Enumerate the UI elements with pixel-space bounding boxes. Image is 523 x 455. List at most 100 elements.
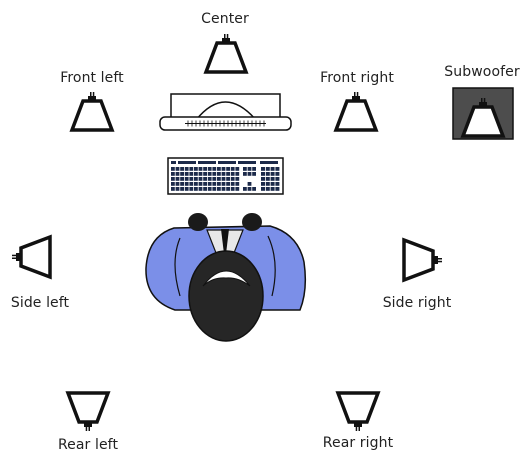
keyboard-key bbox=[221, 177, 226, 181]
keyboard-key bbox=[270, 182, 275, 186]
keyboard-key bbox=[171, 177, 175, 181]
keyboard-key bbox=[171, 172, 175, 176]
front-left-speaker-icon bbox=[69, 92, 115, 132]
keyboard-key bbox=[180, 172, 184, 176]
keyboard-key bbox=[226, 182, 230, 186]
keyboard-key bbox=[230, 187, 235, 191]
keyboard-key bbox=[207, 182, 212, 186]
keyboard-key bbox=[175, 172, 180, 176]
keyboard-key bbox=[235, 182, 240, 186]
keyboard-key bbox=[261, 187, 265, 191]
keyboard-key bbox=[198, 172, 203, 176]
keyboard-key bbox=[212, 172, 217, 176]
keyboard-key bbox=[235, 177, 240, 181]
keyboard-key bbox=[226, 172, 230, 176]
keyboard-key bbox=[184, 172, 189, 176]
keyboard-key bbox=[189, 177, 194, 181]
keyboard-key bbox=[270, 172, 275, 176]
keyboard-key bbox=[203, 182, 207, 186]
keyboard-key bbox=[171, 182, 175, 186]
keyboard-key bbox=[247, 182, 252, 186]
keyboard-key bbox=[275, 177, 280, 181]
keyboard-key bbox=[235, 187, 240, 191]
keyboard-key bbox=[270, 187, 275, 191]
rear-left-label: Rear left bbox=[57, 437, 119, 453]
rear-left-speaker-icon bbox=[65, 391, 111, 431]
keyboard-key bbox=[180, 182, 184, 186]
keyboard-key bbox=[265, 182, 270, 186]
keyboard-key bbox=[270, 177, 275, 181]
keyboard-key bbox=[230, 172, 235, 176]
rear-right-label: Rear right bbox=[322, 435, 394, 451]
keyboard-key bbox=[184, 187, 189, 191]
keyboard-key bbox=[217, 177, 221, 181]
keyboard-key bbox=[217, 167, 221, 171]
side-right-label: Side right bbox=[382, 295, 452, 311]
subwoofer-icon bbox=[452, 87, 514, 140]
keyboard-key bbox=[180, 177, 184, 181]
keyboard-key bbox=[270, 167, 275, 171]
keyboard-key bbox=[217, 187, 221, 191]
keyboard-key bbox=[243, 167, 247, 171]
monitor-icon bbox=[159, 93, 292, 131]
keyboard-key bbox=[212, 187, 217, 191]
keyboard-key bbox=[171, 167, 175, 171]
keyboard-key bbox=[212, 167, 217, 171]
keyboard-key bbox=[226, 187, 230, 191]
keyboard-key bbox=[230, 182, 235, 186]
keyboard-key bbox=[184, 177, 189, 181]
keyboard-key bbox=[221, 182, 226, 186]
keyboard-key bbox=[226, 177, 230, 181]
keyboard-key bbox=[194, 187, 198, 191]
keyboard-key bbox=[243, 187, 247, 191]
keyboard-key bbox=[217, 182, 221, 186]
keyboard-key bbox=[230, 177, 235, 181]
keyboard-key bbox=[189, 182, 194, 186]
keyboard-key bbox=[175, 167, 180, 171]
keyboard-key bbox=[207, 177, 212, 181]
keyboard-key bbox=[221, 167, 226, 171]
keyboard-key bbox=[184, 182, 189, 186]
keyboard-key bbox=[180, 167, 184, 171]
keyboard-key bbox=[194, 167, 198, 171]
keyboard-key bbox=[247, 187, 252, 191]
keyboard-key bbox=[265, 187, 270, 191]
keyboard-key bbox=[178, 161, 196, 164]
keyboard-key bbox=[226, 167, 230, 171]
keyboard-key bbox=[261, 172, 265, 176]
keyboard-key bbox=[189, 187, 194, 191]
front-left-label: Front left bbox=[60, 70, 124, 86]
keyboard-key bbox=[217, 172, 221, 176]
side-left-speaker-icon bbox=[12, 234, 52, 280]
keyboard-key bbox=[265, 172, 270, 176]
keyboard-key bbox=[275, 167, 280, 171]
side-left-label: Side left bbox=[10, 295, 70, 311]
keyboard-key bbox=[260, 161, 278, 164]
keyboard-key bbox=[261, 167, 265, 171]
keyboard-key bbox=[175, 187, 180, 191]
keyboard-key bbox=[198, 177, 203, 181]
keyboard-key bbox=[252, 172, 256, 176]
keyboard-key bbox=[275, 182, 280, 186]
keyboard-key bbox=[198, 161, 216, 164]
keyboard-key bbox=[212, 182, 217, 186]
listener-icon bbox=[145, 213, 307, 342]
center-speaker-icon bbox=[203, 34, 249, 74]
keyboard-key bbox=[198, 187, 203, 191]
keyboard-key bbox=[247, 167, 252, 171]
keyboard-key bbox=[238, 161, 256, 164]
keyboard-key bbox=[171, 161, 176, 164]
keyboard-key bbox=[207, 172, 212, 176]
keyboard-key bbox=[194, 182, 198, 186]
keyboard-icon bbox=[167, 157, 284, 195]
keyboard-key bbox=[230, 167, 235, 171]
front-right-label: Front right bbox=[320, 70, 394, 86]
keyboard-key bbox=[235, 172, 240, 176]
keyboard-key bbox=[275, 187, 280, 191]
keyboard-key bbox=[247, 172, 252, 176]
keyboard-key bbox=[207, 167, 212, 171]
keyboard-key bbox=[218, 161, 236, 164]
keyboard-key bbox=[175, 177, 180, 181]
keyboard-key bbox=[243, 172, 247, 176]
